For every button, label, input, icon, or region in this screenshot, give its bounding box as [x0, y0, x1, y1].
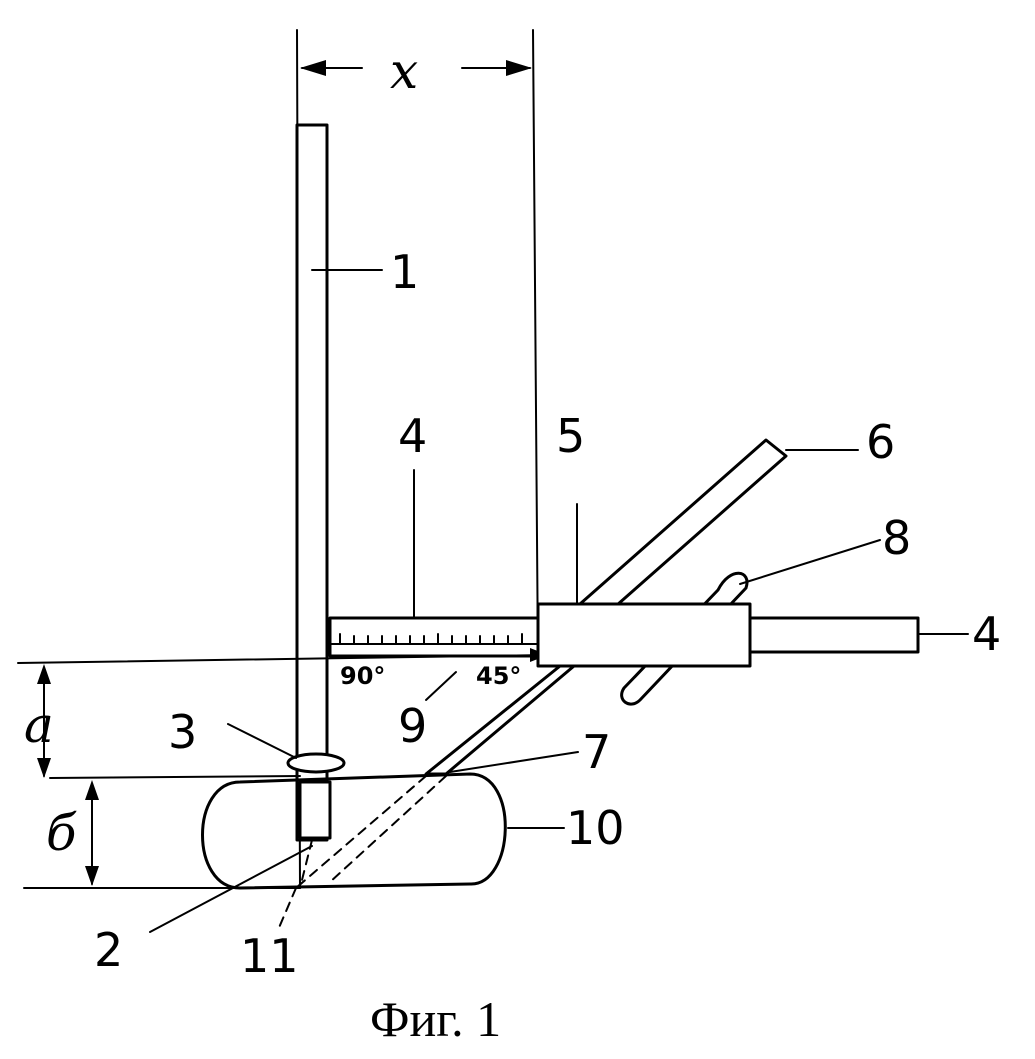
collar [286, 752, 346, 774]
arm-extension [748, 616, 920, 654]
reference-line-body-top [49, 775, 301, 779]
label-2: 2 [94, 923, 123, 977]
sliding-block [536, 602, 752, 668]
dimension-x-label: x [390, 42, 418, 100]
label-1: 1 [390, 245, 419, 299]
dimension-a [37, 664, 51, 778]
dimension-b [85, 780, 99, 886]
label-7-leader [449, 751, 579, 773]
figure-caption: Фиг. 1 [370, 991, 501, 1047]
label-11: 11 [240, 929, 299, 983]
x-extension-right [532, 29, 539, 666]
label-5: 5 [556, 409, 585, 463]
inclined-guide [578, 438, 788, 622]
reference-line-top [17, 654, 549, 664]
label-4-top: 4 [398, 409, 427, 463]
scale-label-90: 90° [340, 662, 385, 690]
angle-scale [329, 633, 539, 645]
label-10: 10 [566, 801, 625, 855]
dimension-a-label: a [24, 696, 54, 754]
label-4-right: 4 [972, 607, 1001, 661]
label-9-leader [425, 671, 457, 701]
dimension-x-arrow [300, 60, 532, 76]
scale-label-45: 45° [476, 662, 521, 690]
label-3: 3 [168, 705, 197, 759]
label-7-num: 7 [582, 725, 611, 779]
horizontal-arm [328, 616, 540, 658]
vertical-rod [295, 123, 329, 842]
label-3-leader [227, 723, 297, 759]
label-6: 6 [866, 415, 895, 469]
label-9: 9 [398, 699, 427, 753]
label-8-leader [739, 539, 881, 585]
label-8: 8 [882, 511, 911, 565]
dimension-b-label: б [46, 804, 77, 862]
needle-path [277, 775, 447, 931]
rod-tip [298, 780, 332, 840]
target-body [201, 772, 507, 890]
